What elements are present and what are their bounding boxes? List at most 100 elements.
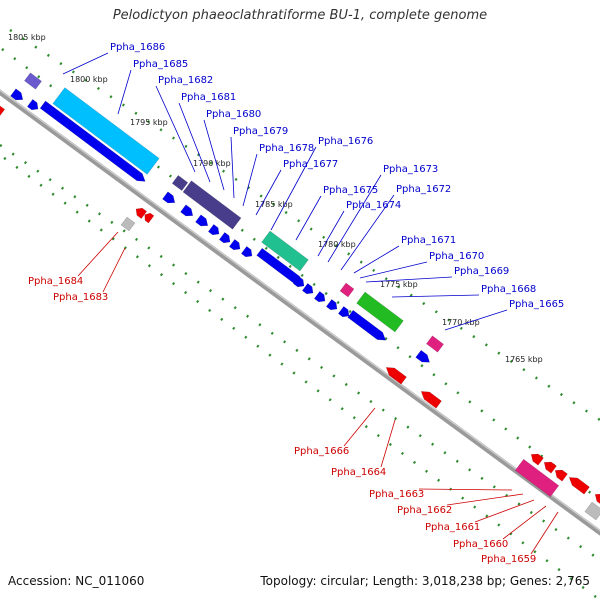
gene-label-forward: Ppha_1685 — [133, 59, 188, 70]
cds-forward — [162, 191, 176, 204]
backbone-line — [0, 89, 600, 536]
cog-box — [426, 335, 444, 353]
cds-forward — [39, 100, 146, 182]
cds-reverse — [420, 391, 442, 409]
tick-rings — [0, 28, 600, 600]
gene-label-forward: Ppha_1672 — [396, 184, 451, 195]
gene-features — [0, 72, 600, 521]
gene-label-reverse: Ppha_1663 — [369, 489, 424, 500]
cds-forward — [301, 283, 314, 295]
tick-ring-4 — [0, 143, 600, 562]
cds-reverse — [135, 207, 148, 219]
scale-labels: 1805 kbp 1800 kbp 1795 kbp 1790 kbp 1785 kbp… — [8, 33, 543, 364]
scale-label: 1790 kbp — [193, 159, 231, 168]
genome-backbone — [0, 89, 600, 536]
gene-label-forward: Ppha_1682 — [158, 75, 213, 86]
leader-line — [230, 136, 235, 199]
leader-line — [502, 505, 547, 540]
cog-box — [182, 180, 242, 230]
gene-label-forward: Ppha_1669 — [454, 266, 509, 277]
cds-forward — [240, 246, 253, 258]
map-title: Pelodictyon phaeoclathratiforme BU-1, co… — [112, 8, 488, 23]
leader-line — [353, 245, 400, 274]
genome-summary: Topology: circular; Length: 3,018,238 bp… — [260, 574, 590, 588]
gene-label-forward: Ppha_1679 — [233, 126, 288, 137]
backbone-highlight — [0, 89, 600, 532]
gene-label-forward: Ppha_1668 — [481, 284, 536, 295]
gene-label-forward: Ppha_1686 — [110, 42, 165, 53]
leader-line — [255, 169, 282, 216]
gene-label-forward: Ppha_1676 — [318, 136, 373, 147]
scale-label: 1795 kbp — [130, 118, 168, 127]
cds-forward — [325, 299, 338, 311]
gene-label-reverse: Ppha_1664 — [331, 467, 386, 478]
gene-label-forward: Ppha_1678 — [259, 143, 314, 154]
scale-label: 1775 kbp — [380, 280, 418, 289]
gene-label-forward: Ppha_1670 — [429, 251, 484, 262]
cds-forward — [26, 99, 39, 111]
cds-forward — [180, 204, 194, 217]
leader-line — [340, 194, 395, 271]
leader-line — [446, 493, 524, 506]
leader-line — [317, 210, 345, 257]
cog-box — [24, 72, 42, 90]
gene-labels: Ppha_1686Ppha_1685Ppha_1682Ppha_1681Ppha… — [28, 42, 564, 565]
cog-box — [171, 175, 189, 191]
cog-box — [52, 87, 160, 175]
cds-reverse — [385, 367, 407, 385]
scale-label: 1800 kbp — [70, 75, 108, 84]
leader-line — [270, 146, 317, 231]
gene-label-reverse: Ppha_1666 — [294, 446, 349, 457]
leader-line — [155, 85, 196, 173]
gene-label-forward: Ppha_1681 — [181, 92, 236, 103]
cds-reverse — [144, 212, 155, 224]
gene-label-reverse: Ppha_1661 — [425, 522, 480, 533]
accession-label: Accession: NC_011060 — [8, 574, 145, 588]
cds-reverse — [594, 493, 600, 504]
leader-line — [62, 52, 109, 75]
gene-label-reverse: Ppha_1662 — [397, 505, 452, 516]
cds-forward — [415, 349, 430, 363]
gene-label-reverse: Ppha_1659 — [481, 554, 536, 565]
gene-label-reverse: Ppha_1660 — [453, 539, 508, 550]
cds-forward — [228, 239, 241, 251]
cog-box — [261, 230, 309, 272]
cds-reverse — [554, 469, 568, 482]
leader-line — [391, 294, 480, 298]
gene-label-forward: Ppha_1671 — [401, 235, 456, 246]
gene-label-forward: Ppha_1665 — [509, 299, 564, 310]
scale-label: 1765 kbp — [505, 355, 543, 364]
cds-forward — [313, 291, 326, 303]
cog-box — [120, 216, 136, 232]
leader-line — [365, 276, 453, 283]
gene-label-reverse: Ppha_1684 — [28, 276, 83, 287]
leader-line — [380, 419, 396, 468]
leader-line — [203, 119, 225, 191]
tick-ring-3 — [0, 153, 600, 600]
cds-forward — [347, 309, 386, 341]
leader-line — [418, 488, 513, 491]
leader-line — [343, 407, 376, 447]
scale-label: 1805 kbp — [8, 33, 46, 42]
leader-line — [242, 153, 258, 207]
cds-reverse — [543, 461, 557, 474]
leader-line — [474, 499, 535, 523]
cds-reverse — [0, 105, 6, 117]
cds-forward — [10, 88, 24, 101]
gene-label-forward: Ppha_1674 — [346, 200, 401, 211]
cds-forward — [292, 276, 305, 288]
leader-line — [359, 261, 428, 279]
gene-label-forward: Ppha_1677 — [283, 159, 338, 170]
scale-label: 1785 kbp — [255, 200, 293, 209]
gene-label-forward: Ppha_1675 — [323, 185, 378, 196]
cds-reverse — [568, 477, 590, 495]
cds-forward — [218, 232, 231, 244]
gene-label-forward: Ppha_1673 — [383, 164, 438, 175]
cds-forward — [195, 214, 209, 227]
leader-line — [444, 309, 508, 331]
leader-line — [102, 247, 126, 293]
leader-line — [178, 102, 211, 183]
cog-box — [356, 291, 404, 333]
cog-box — [339, 282, 355, 298]
